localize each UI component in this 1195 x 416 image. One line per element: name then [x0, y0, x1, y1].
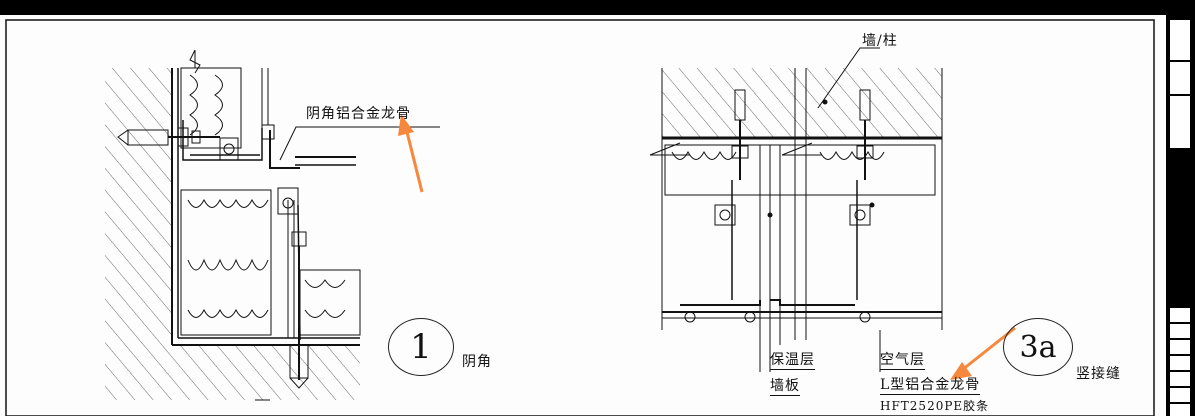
detail-3a-title: 竖接缝 [1076, 366, 1121, 382]
detail-1-drawing [105, 49, 361, 401]
detail-1-callout: 阴角铝合金龙骨 [306, 106, 411, 122]
detail-3a-callout-l-profile: L型铝合金龙骨 [880, 374, 981, 395]
title-block-cell [1170, 96, 1190, 148]
detail-1-title: 阴角 [462, 354, 492, 370]
detail-3a-callout-wall-panel: 墙板 [770, 375, 800, 396]
detail-3a-drawing [649, 68, 943, 345]
detail-1-leader [279, 126, 440, 161]
detail-1-number: 1 [410, 327, 432, 367]
detail-3a-callout-insulation: 保温层 [770, 349, 815, 370]
sheet-border [5, 19, 1155, 416]
detail-3a-callout-gasket: HFT2520PE胶条 [880, 399, 990, 413]
detail-3a-callout-air-layer: 空气层 [880, 349, 925, 370]
detail-1-pointer-arrow [398, 114, 424, 193]
detail-3a-number: 3a [1019, 329, 1057, 365]
detail-1-number-bubble: 1 [388, 318, 454, 376]
detail-3a-top-label: 墙/柱 [862, 33, 898, 49]
detail-3a-leaders [759, 47, 881, 372]
title-block-cell [1170, 62, 1190, 94]
detail-3a-number-bubble: 3a [1003, 318, 1073, 376]
title-block-cell [1170, 308, 1190, 416]
title-block-cell [1170, 20, 1190, 60]
